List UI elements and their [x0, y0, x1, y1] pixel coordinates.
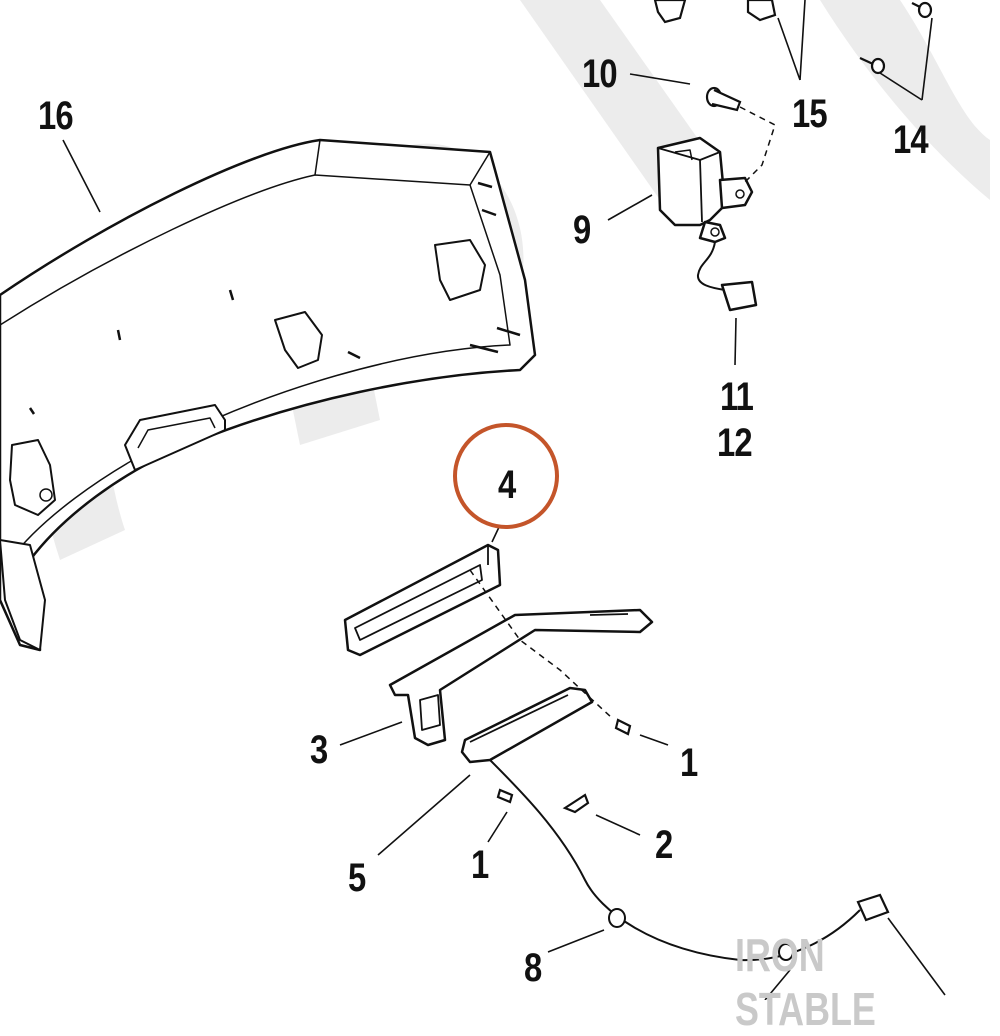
- alignment-dashes: [469, 106, 776, 719]
- callout-8: 8: [524, 946, 542, 990]
- callout-9: 9: [573, 208, 591, 252]
- latch-part-9: [656, 136, 758, 312]
- pin-part-10: [705, 86, 742, 112]
- callout-4: 4: [498, 463, 516, 507]
- callout-10: 10: [582, 52, 618, 96]
- callout-1-right: 1: [680, 741, 698, 785]
- clips-part-15: [653, 0, 777, 24]
- lamp-part-5: [460, 686, 594, 764]
- callout-12: 12: [717, 421, 753, 465]
- parts-diagram: [0, 0, 990, 1000]
- screws-part-1: [496, 718, 632, 804]
- callout-11: 11: [720, 375, 754, 419]
- wire-harness: [489, 759, 890, 962]
- bracket-part-3: [388, 608, 654, 747]
- brand-watermark: IRON STABLE: [735, 929, 876, 1035]
- cover-panel-part-16: [0, 138, 537, 652]
- clip-part-2: [562, 793, 590, 814]
- callout-15: 15: [792, 92, 828, 136]
- leader-lines: [62, 0, 946, 1000]
- cover-panel-ribs: [28, 181, 521, 415]
- callout-1-left: 1: [471, 843, 489, 887]
- callout-14: 14: [893, 118, 929, 162]
- callout-16: 16: [38, 94, 74, 138]
- highlight-circle: [453, 423, 559, 529]
- callout-5: 5: [348, 856, 366, 900]
- housing-part-4: [343, 543, 502, 657]
- callout-2: 2: [655, 823, 673, 867]
- callout-3: 3: [310, 728, 328, 772]
- screws-part-14: [859, 1, 933, 75]
